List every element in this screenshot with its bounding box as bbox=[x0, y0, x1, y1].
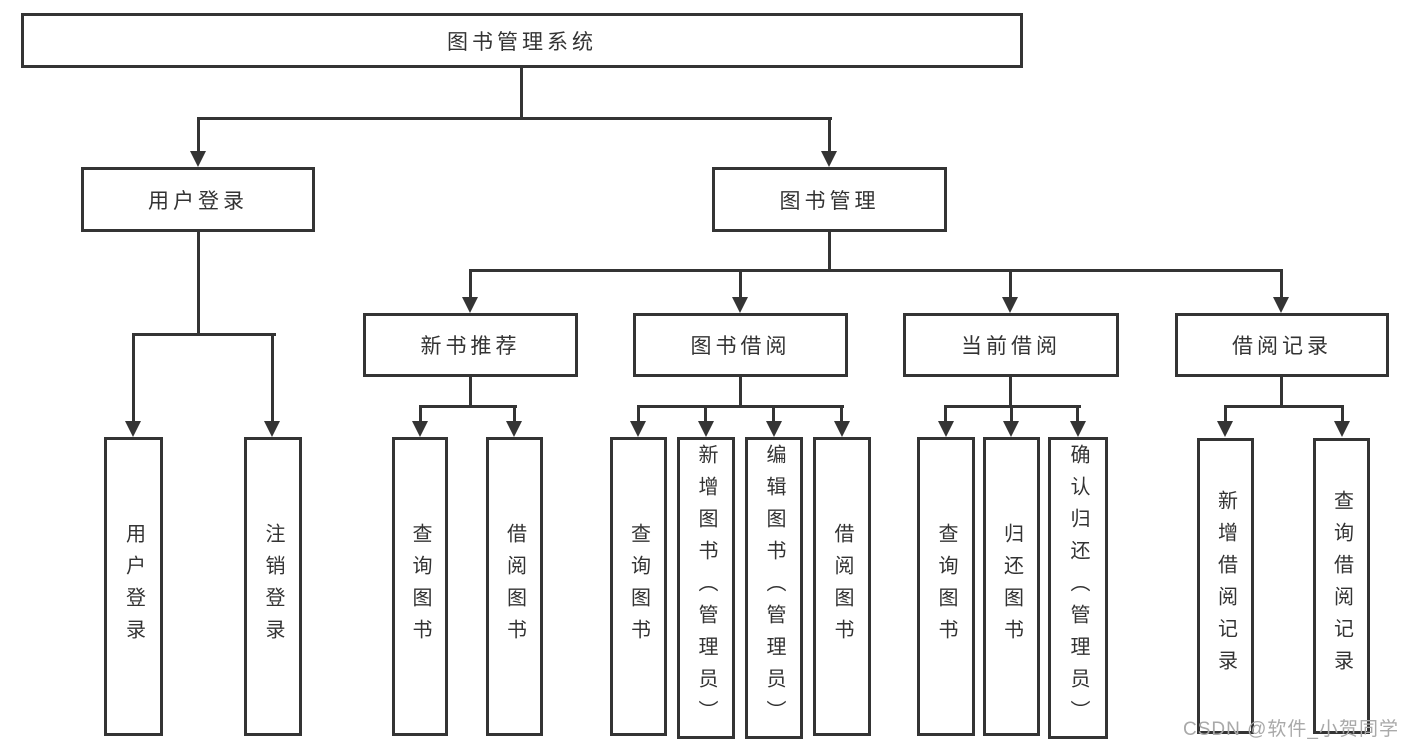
arrow-down bbox=[821, 151, 837, 167]
node-new-book-recommend: 新书推荐 bbox=[363, 313, 578, 377]
arrow-down bbox=[125, 421, 141, 437]
node-user-login: 用户登录 bbox=[81, 167, 315, 232]
connector-line bbox=[772, 405, 775, 423]
connector-line bbox=[944, 405, 947, 423]
connector-line bbox=[1010, 405, 1013, 423]
node-label: 当前借阅 bbox=[961, 335, 1061, 358]
connector-line bbox=[637, 405, 844, 408]
connector-line bbox=[513, 405, 516, 423]
connector-line bbox=[132, 333, 135, 423]
connector-line bbox=[1341, 405, 1344, 423]
node-book-borrowing: 图书借阅 bbox=[633, 313, 848, 377]
connector-line bbox=[828, 232, 831, 272]
connector-line bbox=[1280, 269, 1283, 299]
leaf-logout: 注销登录 bbox=[244, 437, 302, 736]
node-current-borrowing: 当前借阅 bbox=[903, 313, 1119, 377]
node-label: 归还图书 bbox=[1000, 522, 1023, 651]
node-label: 查询图书 bbox=[409, 522, 431, 651]
connector-line bbox=[419, 405, 422, 423]
connector-line bbox=[520, 68, 523, 119]
arrow-down bbox=[1334, 421, 1350, 437]
leaf-confirm-return-admin: 确认归还（管理员） bbox=[1048, 437, 1108, 739]
node-label: 用户登录 bbox=[148, 189, 248, 213]
node-label: 编辑图书（管理员） bbox=[763, 444, 785, 732]
csdn-watermark: CSDN @软件_小贺同学 bbox=[1183, 719, 1399, 740]
arrow-down bbox=[412, 421, 428, 437]
node-label: 确认归还（管理员） bbox=[1067, 444, 1089, 732]
connector-line bbox=[704, 405, 707, 423]
arrow-down bbox=[698, 421, 714, 437]
leaf-edit-books-admin: 编辑图书（管理员） bbox=[745, 437, 803, 739]
connector-line bbox=[1224, 405, 1227, 423]
arrow-down bbox=[190, 151, 206, 167]
arrow-down bbox=[1003, 421, 1019, 437]
connector-line bbox=[197, 117, 832, 120]
node-label: 借阅记录 bbox=[1232, 335, 1332, 358]
arrow-down bbox=[834, 421, 850, 437]
arrow-down bbox=[1002, 297, 1018, 313]
arrow-down bbox=[1217, 421, 1233, 437]
connector-line bbox=[840, 405, 843, 423]
connector-line bbox=[739, 377, 742, 408]
node-label: 新书推荐 bbox=[420, 335, 521, 358]
node-borrowing-records: 借阅记录 bbox=[1175, 313, 1389, 377]
connector-line bbox=[1076, 405, 1079, 423]
connector-line bbox=[739, 269, 742, 299]
arrow-down bbox=[462, 297, 478, 313]
arrow-down bbox=[1070, 421, 1086, 437]
node-book-management: 图书管理 bbox=[712, 167, 947, 232]
connector-line bbox=[271, 333, 274, 423]
node-label: 用户登录 bbox=[122, 522, 145, 651]
arrow-down bbox=[630, 421, 646, 437]
arrow-down bbox=[732, 297, 748, 313]
node-label: 图书管理系统 bbox=[447, 30, 597, 54]
node-label: 查询借阅记录 bbox=[1330, 490, 1353, 682]
connector-line bbox=[132, 333, 276, 336]
connector-line bbox=[197, 117, 200, 154]
arrow-down bbox=[938, 421, 954, 437]
arrow-down bbox=[766, 421, 782, 437]
connector-line bbox=[469, 269, 472, 299]
leaf-query-books-1: 查询图书 bbox=[392, 437, 448, 736]
connector-line bbox=[1280, 377, 1283, 408]
node-label: 借阅图书 bbox=[831, 522, 853, 651]
node-label: 借阅图书 bbox=[503, 522, 526, 651]
leaf-return-books: 归还图书 bbox=[983, 437, 1040, 736]
connector-line bbox=[1224, 405, 1344, 408]
leaf-add-books-admin: 新增图书（管理员） bbox=[677, 437, 735, 739]
leaf-query-books-3: 查询图书 bbox=[917, 437, 975, 736]
connector-line bbox=[469, 377, 472, 408]
connector-line bbox=[469, 269, 1283, 272]
leaf-borrow-books-1: 借阅图书 bbox=[486, 437, 543, 736]
leaf-add-borrow-record: 新增借阅记录 bbox=[1197, 438, 1254, 734]
arrow-down bbox=[506, 421, 522, 437]
connector-line bbox=[1009, 377, 1012, 408]
node-label: 图书管理 bbox=[779, 189, 880, 213]
connector-line bbox=[1009, 269, 1012, 299]
arrow-down bbox=[264, 421, 280, 437]
arrow-down bbox=[1273, 297, 1289, 313]
node-label: 查询图书 bbox=[935, 522, 957, 651]
connector-line bbox=[197, 232, 200, 336]
node-label: 注销登录 bbox=[262, 522, 284, 651]
node-label: 图书借阅 bbox=[690, 335, 791, 358]
leaf-borrow-books-2: 借阅图书 bbox=[813, 437, 871, 736]
node-label: 新增图书（管理员） bbox=[695, 444, 717, 732]
node-label: 新增借阅记录 bbox=[1214, 490, 1237, 682]
node-label: 查询图书 bbox=[627, 522, 650, 651]
node-system-root: 图书管理系统 bbox=[21, 13, 1023, 68]
leaf-user-login: 用户登录 bbox=[104, 437, 163, 736]
leaf-query-books-2: 查询图书 bbox=[610, 437, 667, 736]
connector-line bbox=[828, 117, 831, 154]
connector-line bbox=[419, 405, 517, 408]
leaf-query-borrow-record: 查询借阅记录 bbox=[1313, 438, 1370, 734]
connector-line bbox=[637, 405, 640, 423]
